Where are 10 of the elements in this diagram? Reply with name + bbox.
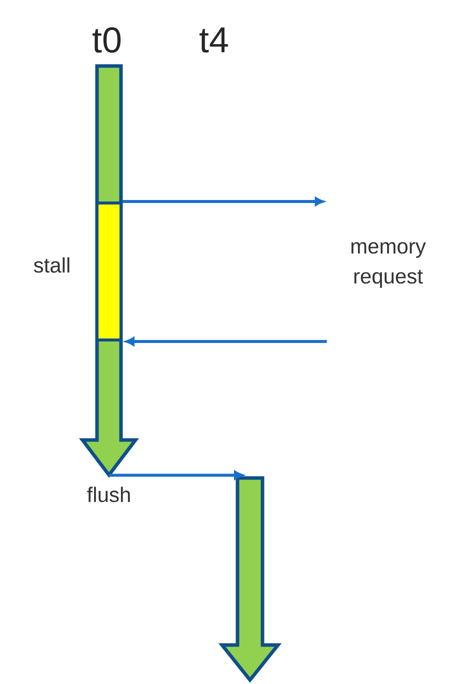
- stall-bar: [96, 202, 122, 342]
- edge-label: flush: [87, 486, 130, 502]
- arrow: [125, 337, 327, 346]
- arrow: [109, 470, 244, 480]
- arrow: [122, 197, 324, 206]
- text-label: memory request: [351, 242, 426, 288]
- side-label: stall: [34, 257, 70, 273]
- time-label: t0: [92, 27, 121, 53]
- thread-arrow: [218, 476, 282, 683]
- time-label: t4: [200, 27, 228, 53]
